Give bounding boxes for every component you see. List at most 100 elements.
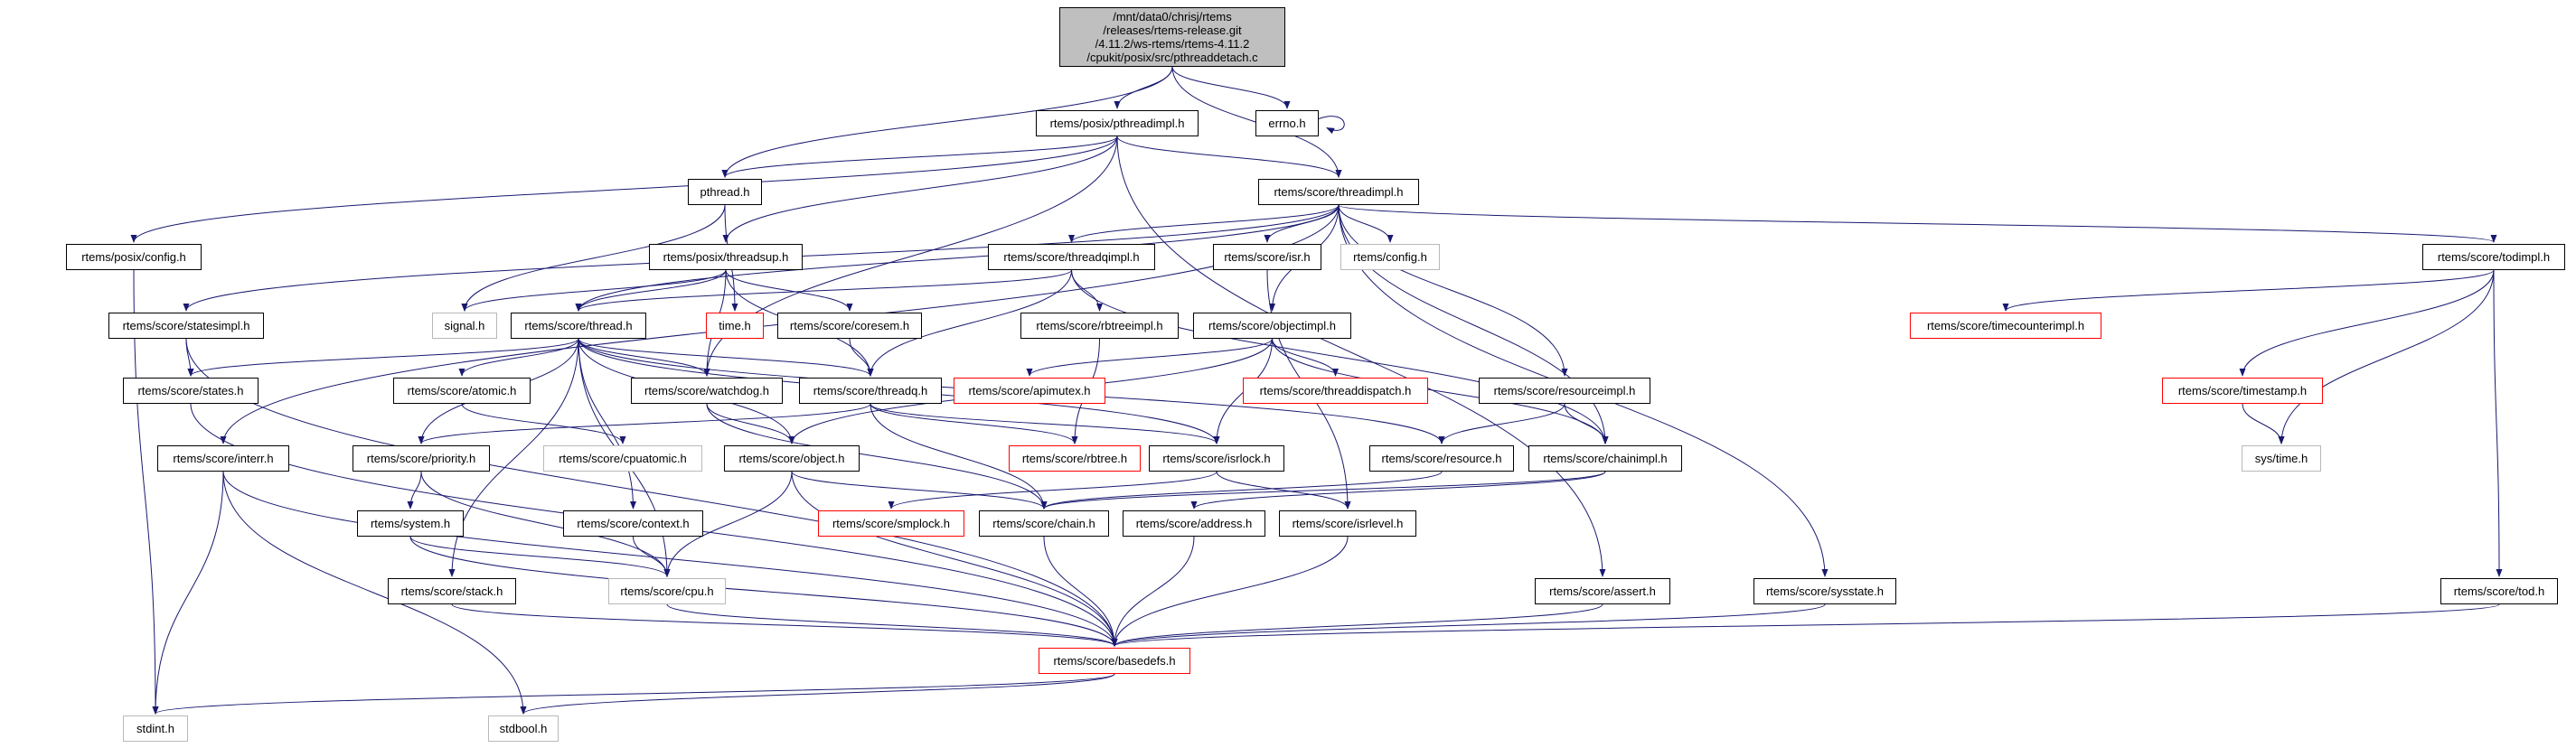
graph-node-pthreadimpl[interactable]: rtems/posix/pthreadimpl.h <box>1036 110 1199 136</box>
include-edge <box>575 269 727 312</box>
graph-node-isrlock[interactable]: rtems/score/isrlock.h <box>1149 445 1284 472</box>
graph-node-posixconfig[interactable]: rtems/posix/config.h <box>66 244 202 270</box>
include-edge <box>888 471 1217 510</box>
graph-node-errno[interactable]: errno.h <box>1255 110 1319 136</box>
graph-node-coresem[interactable]: rtems/score/coresem.h <box>777 313 922 339</box>
include-edge <box>725 269 853 312</box>
graph-node-pthread[interactable]: pthread.h <box>688 179 762 205</box>
include-edge <box>791 471 1118 647</box>
include-edge <box>461 269 727 312</box>
include-edge <box>870 403 1220 444</box>
graph-node-timestamp[interactable]: rtems/score/timestamp.h <box>2162 378 2323 404</box>
graph-node-timecounterimpl[interactable]: rtems/score/timecounterimpl.h <box>1910 313 2101 339</box>
include-edge <box>578 338 874 377</box>
include-edge <box>2239 269 2495 377</box>
graph-node-stdint: stdint.h <box>123 715 188 742</box>
graph-node-signal: signal.h <box>432 313 497 339</box>
include-edge <box>2493 269 2503 577</box>
include-edge <box>1116 136 1342 178</box>
graph-node-threadq[interactable]: rtems/score/threadq.h <box>799 378 942 404</box>
graph-node-interr[interactable]: rtems/score/interr.h <box>157 445 289 472</box>
include-edge <box>1040 471 1606 510</box>
include-edge <box>187 338 579 377</box>
include-edge <box>458 338 579 377</box>
graph-node-threadsup[interactable]: rtems/posix/threadsup.h <box>649 244 803 270</box>
graph-node-rtemsconfig: rtems/config.h <box>1340 244 1440 270</box>
include-edge <box>578 338 636 510</box>
include-edge <box>407 471 422 510</box>
graph-node-todimpl[interactable]: rtems/score/todimpl.h <box>2422 244 2565 270</box>
graph-node-atomic[interactable]: rtems/score/atomic.h <box>393 378 531 404</box>
include-edge <box>1318 116 1345 135</box>
graph-node-chain[interactable]: rtems/score/chain.h <box>979 510 1109 537</box>
include-edge <box>1111 536 1349 647</box>
include-edge <box>152 673 1115 715</box>
graph-node-apimutex[interactable]: rtems/score/apimutex.h <box>954 378 1105 404</box>
graph-node-smplock[interactable]: rtems/score/smplock.h <box>818 510 964 537</box>
include-edge <box>2278 269 2495 444</box>
graph-node-thread[interactable]: rtems/score/thread.h <box>511 313 646 339</box>
graph-node-context[interactable]: rtems/score/context.h <box>563 510 703 537</box>
include-edge <box>1111 536 1195 647</box>
graph-node-resourceimpl[interactable]: rtems/score/resourceimpl.h <box>1479 378 1650 404</box>
graph-node-tod[interactable]: rtems/score/tod.h <box>2440 578 2558 604</box>
graph-node-threaddispatch[interactable]: rtems/score/threaddispatch.h <box>1243 378 1428 404</box>
graph-node-watchdog[interactable]: rtems/score/watchdog.h <box>631 378 783 404</box>
graph-node-system[interactable]: rtems/system.h <box>357 510 464 537</box>
graph-node-isr[interactable]: rtems/score/isr.h <box>1213 244 1321 270</box>
include-edge <box>409 536 671 577</box>
graph-node-resource[interactable]: rtems/score/resource.h <box>1369 445 1514 472</box>
include-edge <box>1171 66 1291 109</box>
include-edge <box>222 471 1118 647</box>
include-edge <box>1216 471 1351 510</box>
graph-node-main: /mnt/data0/chrisj/rtems /releases/rtems-… <box>1059 7 1285 67</box>
graph-node-sysstate[interactable]: rtems/score/sysstate.h <box>1753 578 1896 604</box>
include-edge <box>666 603 1118 647</box>
graph-node-time[interactable]: time.h <box>706 313 764 339</box>
include-edge <box>1564 403 1609 444</box>
graph-node-basedefs[interactable]: rtems/score/basedefs.h <box>1039 648 1190 674</box>
include-edge <box>1026 338 1273 377</box>
include-edge <box>575 269 1072 312</box>
include-edge <box>849 338 874 377</box>
include-edge <box>451 603 1118 647</box>
include-edge <box>1040 471 1443 510</box>
graph-node-stack[interactable]: rtems/score/stack.h <box>388 578 516 604</box>
include-edge <box>185 338 194 377</box>
include-edge <box>1190 471 1606 510</box>
include-edge <box>1438 403 1565 444</box>
include-edge <box>870 403 1078 444</box>
include-edge <box>520 673 1115 715</box>
include-edge <box>721 136 1118 178</box>
graph-node-chainimpl[interactable]: rtems/score/chainimpl.h <box>1528 445 1682 472</box>
include-edge <box>633 536 671 577</box>
graph-node-threadqimpl[interactable]: rtems/score/threadqimpl.h <box>988 244 1155 270</box>
graph-node-rbtreeimpl[interactable]: rtems/score/rbtreeimpl.h <box>1020 313 1179 339</box>
graph-node-cpu: rtems/score/cpu.h <box>608 578 726 604</box>
graph-node-priority[interactable]: rtems/score/priority.h <box>353 445 490 472</box>
include-edge <box>1264 204 1340 243</box>
include-edge <box>1043 536 1118 647</box>
include-edge <box>1338 204 1568 377</box>
graph-node-objectimpl[interactable]: rtems/score/objectimpl.h <box>1193 313 1351 339</box>
graph-node-address[interactable]: rtems/score/address.h <box>1123 510 1265 537</box>
include-edge <box>791 471 1048 510</box>
graph-node-states[interactable]: rtems/score/states.h <box>123 378 259 404</box>
include-edge <box>461 403 626 444</box>
graph-node-statesimpl[interactable]: rtems/score/statesimpl.h <box>108 313 264 339</box>
include-edge <box>1111 603 1826 647</box>
graph-node-assert[interactable]: rtems/score/assert.h <box>1535 578 1670 604</box>
include-edge <box>578 338 710 377</box>
graph-node-stdbool: stdbool.h <box>488 715 559 742</box>
include-edge <box>1111 603 1603 647</box>
graph-node-rbtree[interactable]: rtems/score/rbtree.h <box>1009 445 1141 472</box>
graph-node-threadimpl[interactable]: rtems/score/threadimpl.h <box>1258 179 1419 205</box>
include-edge <box>1272 338 1339 377</box>
include-edge <box>1114 66 1173 109</box>
graph-node-object[interactable]: rtems/score/object.h <box>724 445 860 472</box>
include-edge <box>152 471 224 715</box>
graph-node-isrlevel[interactable]: rtems/score/isrlevel.h <box>1279 510 1416 537</box>
graph-node-systime: sys/time.h <box>2242 445 2321 472</box>
include-edge <box>2002 269 2495 312</box>
